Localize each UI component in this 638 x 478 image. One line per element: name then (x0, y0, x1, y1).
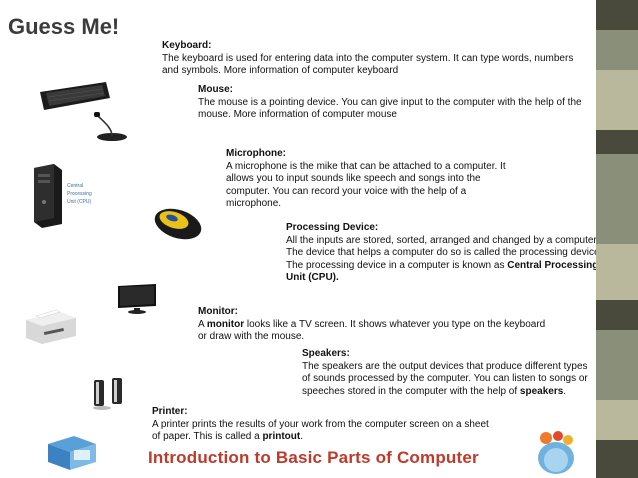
microphone-heading: Microphone: (226, 148, 286, 159)
stripe-mid (596, 154, 638, 244)
processing-heading: Processing Device: (286, 222, 379, 233)
speakers-text: Speakers: The speakers are the output de… (300, 348, 614, 400)
microphone-image (94, 112, 127, 141)
monitor-heading: Monitor: (198, 306, 238, 317)
speakers-heading: Speakers: (302, 348, 350, 359)
cpu-tower-image (34, 164, 62, 228)
printer-heading: Printer: (152, 406, 188, 417)
speakers-image (93, 378, 122, 410)
mouse-heading: Mouse: (198, 84, 233, 95)
slide-title: Guess Me! (8, 14, 120, 39)
microphone-text: Microphone: A microphone is the mike tha… (224, 148, 548, 210)
stripe-dark (596, 440, 638, 478)
printer-text: Printer: A printer prints the results of… (150, 406, 524, 446)
stripe-dark (596, 130, 638, 154)
printer-image (26, 309, 76, 344)
processing-text: Processing Device: All the inputs are st… (284, 222, 614, 286)
stripe-mid (596, 30, 638, 70)
mouse-text: Mouse: The mouse is a pointing device. Y… (196, 82, 620, 124)
cpu-caption: Central Processing Unit (CPU) (67, 183, 92, 205)
decorative-stripes (596, 0, 638, 478)
stripe-dark (596, 300, 638, 330)
keyboard-text: Keyboard: The keyboard is used for enter… (160, 38, 610, 80)
stripe-light (596, 70, 638, 130)
stripe-mid (596, 330, 638, 400)
slide: Guess Me! Central Processing Unit (CPU) (0, 0, 620, 478)
head-gears-image (538, 431, 574, 474)
monitor-text: Monitor: A monitor looks like a TV scree… (196, 306, 580, 344)
stripe-dark (596, 0, 638, 30)
computer-clipart-image (48, 436, 96, 470)
keyboard-heading: Keyboard: (162, 40, 212, 51)
stripe-light (596, 244, 638, 300)
monitor-image (118, 284, 156, 314)
slide-footer: Introduction to Basic Parts of Computer (148, 448, 479, 467)
mouse-image (154, 208, 202, 240)
stripe-light (596, 400, 638, 440)
keyboard-image (40, 82, 110, 110)
